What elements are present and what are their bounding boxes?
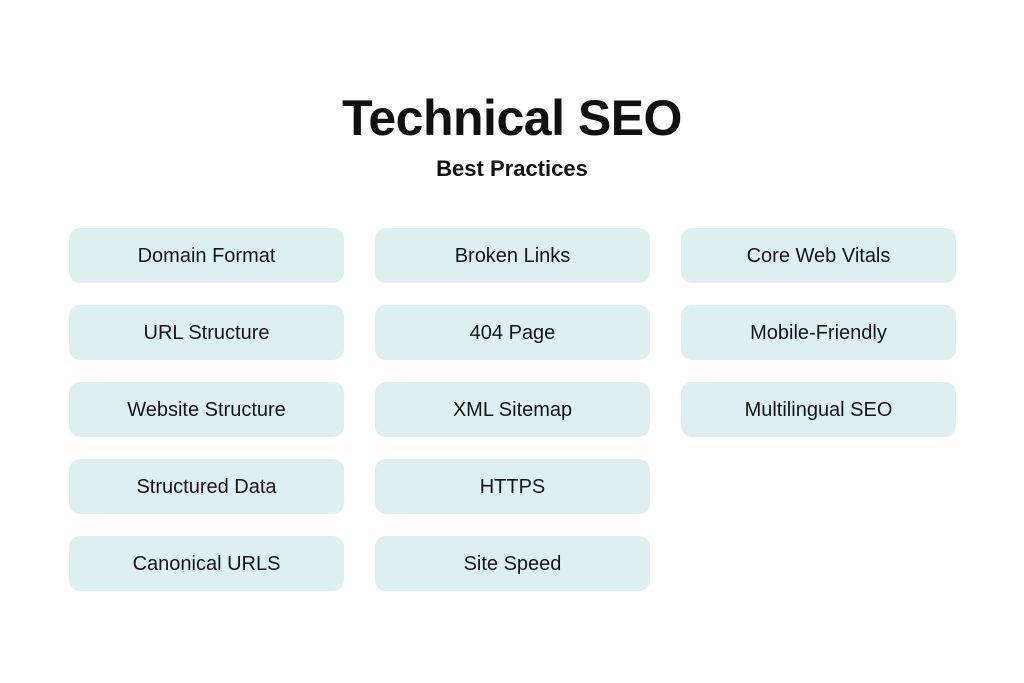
card-label: XML Sitemap bbox=[452, 398, 573, 421]
card-label: HTTPS bbox=[479, 475, 546, 498]
card-core-web-vitals[interactable]: Core Web Vitals bbox=[681, 228, 956, 283]
card-label: Structured Data bbox=[136, 475, 277, 498]
card-columns: Domain Format URL Structure Website Stru… bbox=[69, 228, 956, 591]
card-label: Domain Format bbox=[137, 244, 276, 267]
card-label: Site Speed bbox=[463, 552, 562, 575]
card-xml-sitemap[interactable]: XML Sitemap bbox=[375, 382, 650, 437]
card-multilingual-seo[interactable]: Multilingual SEO bbox=[681, 382, 956, 437]
card-canonical-urls[interactable]: Canonical URLS bbox=[69, 536, 344, 591]
column-1: Domain Format URL Structure Website Stru… bbox=[69, 228, 344, 591]
card-domain-format[interactable]: Domain Format bbox=[69, 228, 344, 283]
card-mobile-friendly[interactable]: Mobile-Friendly bbox=[681, 305, 956, 360]
card-label: Website Structure bbox=[127, 398, 286, 421]
card-label: URL Structure bbox=[143, 321, 270, 344]
card-label: Core Web Vitals bbox=[746, 244, 891, 267]
card-website-structure[interactable]: Website Structure bbox=[69, 382, 344, 437]
page-subtitle: Best Practices bbox=[436, 156, 588, 181]
card-https[interactable]: HTTPS bbox=[375, 459, 650, 514]
card-label: 404 Page bbox=[469, 321, 556, 344]
card-broken-links[interactable]: Broken Links bbox=[375, 228, 650, 283]
card-label: Mobile-Friendly bbox=[750, 321, 887, 344]
page-title: Technical SEO bbox=[342, 90, 682, 146]
header: Technical SEO Best Practices bbox=[0, 92, 1024, 181]
card-label: Multilingual SEO bbox=[744, 398, 893, 421]
column-2: Broken Links 404 Page XML Sitemap HTTPS … bbox=[375, 228, 650, 591]
card-structured-data[interactable]: Structured Data bbox=[69, 459, 344, 514]
card-url-structure[interactable]: URL Structure bbox=[69, 305, 344, 360]
card-label: Broken Links bbox=[454, 244, 571, 267]
card-site-speed[interactable]: Site Speed bbox=[375, 536, 650, 591]
card-label: Canonical URLS bbox=[132, 552, 281, 575]
card-404-page[interactable]: 404 Page bbox=[375, 305, 650, 360]
column-3: Core Web Vitals Mobile-Friendly Multilin… bbox=[681, 228, 956, 437]
